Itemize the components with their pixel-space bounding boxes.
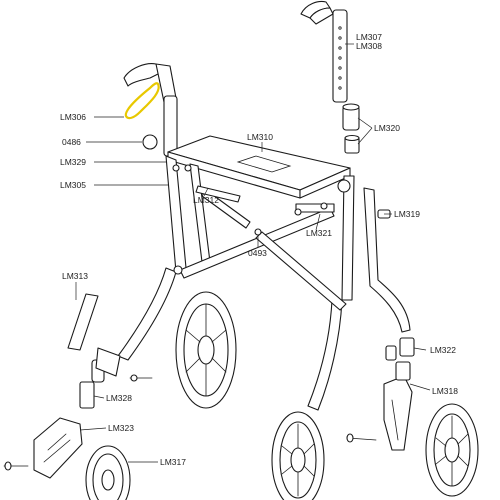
- left-caster-fork: [3, 417, 83, 479]
- label-0493: 0493: [248, 248, 267, 258]
- leader-lines: [75, 43, 431, 463]
- small-bolts: [172, 164, 351, 275]
- label-lm312: LM312: [193, 195, 219, 205]
- label-lm319: LM319: [394, 209, 420, 219]
- label-lm306: LM306: [60, 112, 86, 122]
- part-labels: LM307 LM308 LM306 LM320 LM310 0486 LM329…: [60, 32, 458, 467]
- left-brake-parts: [67, 293, 153, 409]
- label-lm305: LM305: [60, 180, 86, 190]
- rear-right-wheel: [425, 403, 479, 497]
- label-lm318: LM318: [432, 386, 458, 396]
- label-lm320: LM320: [374, 123, 400, 133]
- label-lm323: LM323: [108, 423, 134, 433]
- label-lm317: LM317: [160, 457, 186, 467]
- label-lm308: LM308: [356, 41, 382, 51]
- right-caster-fork: [346, 337, 415, 451]
- label-lm307: LM307: [356, 32, 382, 42]
- handle-sleeve-parts: [342, 103, 360, 154]
- front-left-wheel: [85, 445, 131, 500]
- label-lm321: LM321: [306, 228, 332, 238]
- label-lm310: LM310: [247, 132, 273, 142]
- right-handle-tube: [300, 0, 348, 103]
- front-right-wheel: [271, 411, 325, 500]
- brake-lever-highlight: [124, 82, 160, 120]
- label-0486: 0486: [62, 137, 81, 147]
- center-wheel: [175, 291, 237, 409]
- label-lm313: LM313: [62, 271, 88, 281]
- label-lm329: LM329: [60, 157, 86, 167]
- label-lm328: LM328: [106, 393, 132, 403]
- frame-lines: [117, 155, 411, 411]
- seat-panel: [167, 135, 351, 199]
- label-lm322: LM322: [430, 345, 456, 355]
